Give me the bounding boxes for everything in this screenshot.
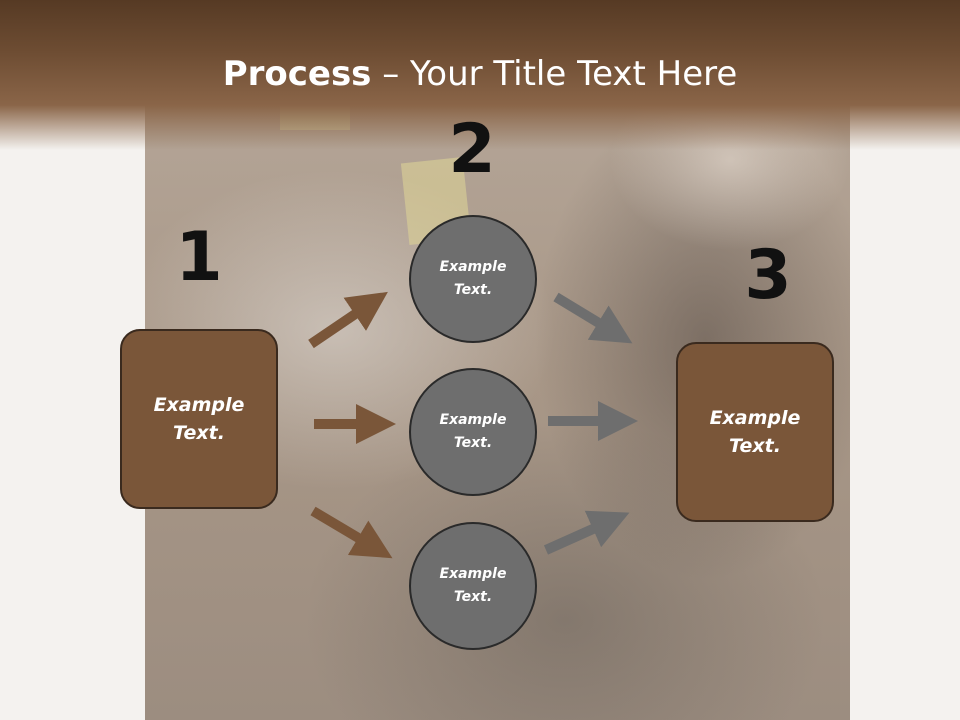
step-box-3: Example Text.	[676, 342, 834, 522]
step-box-label: Example Text.	[153, 394, 245, 444]
arrow-bottom-to-box3	[543, 510, 630, 555]
title-rest: – Your Title Text Here	[371, 54, 738, 94]
arrow-top-to-box3	[553, 292, 633, 344]
slide-title: Process – Your Title Text Here	[0, 52, 960, 96]
title-bold: Process	[222, 54, 372, 94]
step-number-1: 1	[175, 218, 223, 297]
arrow-to-bottom-circle	[310, 506, 393, 559]
circle-top: Example Text.	[409, 215, 537, 343]
title-bar	[0, 0, 960, 150]
circle-middle: Example Text.	[409, 368, 537, 496]
arrow-to-top-circle	[308, 291, 388, 349]
step-box-1: Example Text.	[120, 329, 278, 509]
circle-label: Example Text.	[439, 259, 507, 298]
circle-label: Example Text.	[439, 566, 507, 605]
step-box-label: Example Text.	[709, 407, 801, 457]
step-number-2: 2	[448, 110, 496, 189]
circle-bottom: Example Text.	[409, 522, 537, 650]
step-number-3: 3	[744, 236, 792, 315]
circle-label: Example Text.	[439, 412, 507, 451]
